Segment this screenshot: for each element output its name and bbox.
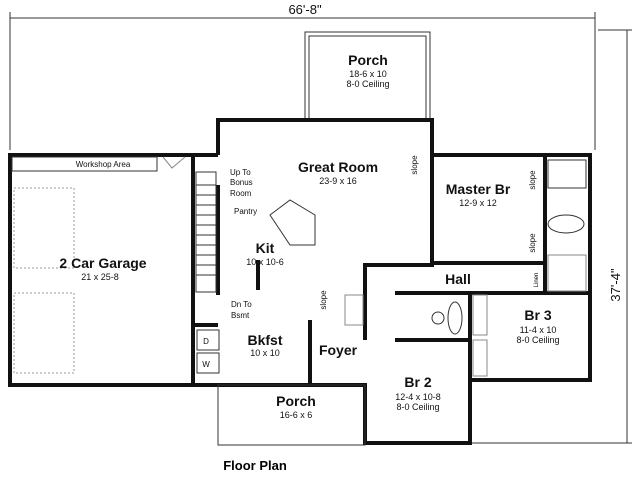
svg-text:12-9 x 12: 12-9 x 12: [459, 198, 497, 208]
dimension-depth: 37'-4": [470, 29, 632, 444]
svg-text:Up To: Up To: [230, 168, 251, 177]
floor-plan-caption: Floor Plan: [223, 458, 287, 473]
room-foyer: Foyer: [319, 342, 358, 358]
svg-text:Bonus: Bonus: [230, 178, 253, 187]
svg-text:D: D: [203, 337, 209, 346]
svg-text:Porch: Porch: [348, 52, 388, 68]
svg-text:slope: slope: [528, 170, 537, 190]
svg-text:Bsmt: Bsmt: [231, 311, 250, 320]
svg-text:Hall: Hall: [445, 271, 471, 287]
svg-text:Bkfst: Bkfst: [247, 332, 282, 348]
svg-text:8-0 Ceiling: 8-0 Ceiling: [396, 402, 439, 412]
svg-text:11-4 x 10: 11-4 x 10: [520, 325, 557, 335]
svg-text:slope: slope: [319, 290, 328, 310]
svg-text:10 x 10-6: 10 x 10-6: [246, 257, 284, 267]
house-walls: [193, 118, 592, 446]
svg-text:18-6 x 10: 18-6 x 10: [349, 69, 387, 79]
svg-text:8-0 Ceiling: 8-0 Ceiling: [346, 79, 389, 89]
room-porch-front: Porch 16-6 x 6: [276, 393, 316, 420]
garage: [8, 153, 218, 387]
svg-text:Br 3: Br 3: [524, 307, 551, 323]
svg-text:Br 2: Br 2: [404, 374, 431, 390]
svg-text:Kit: Kit: [256, 240, 275, 256]
room-br2: Br 2 12-4 x 10-8 8-0 Ceiling: [395, 374, 441, 412]
svg-text:Room: Room: [230, 189, 252, 198]
svg-text:slope: slope: [528, 233, 537, 253]
svg-text:W: W: [202, 360, 210, 369]
svg-text:21 x 25-8: 21 x 25-8: [81, 272, 119, 282]
svg-text:Foyer: Foyer: [319, 342, 358, 358]
svg-text:Linen: Linen: [534, 273, 540, 288]
svg-text:Porch: Porch: [276, 393, 316, 409]
room-kitchen: Kit 10 x 10-6 Up To Bonus Room Pantry Dn…: [230, 168, 284, 320]
room-great-room: Great Room 23-9 x 16: [298, 159, 378, 186]
svg-text:Workshop Area: Workshop Area: [76, 160, 131, 169]
svg-text:16-6 x 6: 16-6 x 6: [280, 410, 313, 420]
room-master-br: Master Br 12-9 x 12: [446, 181, 511, 208]
room-porch-rear: Porch 18-6 x 10 8-0 Ceiling: [346, 52, 389, 89]
slope-notes: slope slope slope slope Linen: [319, 155, 540, 310]
dimension-width: 66'-8": [9, 2, 596, 150]
svg-text:12-4 x 10-8: 12-4 x 10-8: [395, 392, 441, 402]
svg-text:10 x 10: 10 x 10: [250, 348, 280, 358]
width-dimension-label: 66'-8": [288, 2, 322, 17]
room-hall: Hall: [445, 271, 471, 287]
svg-text:23-9 x 16: 23-9 x 16: [319, 176, 357, 186]
svg-text:slope: slope: [410, 155, 419, 175]
depth-dimension-label: 37'-4": [608, 268, 623, 302]
svg-text:8-0 Ceiling: 8-0 Ceiling: [516, 335, 559, 345]
svg-text:2 Car Garage: 2 Car Garage: [59, 255, 146, 271]
room-br3: Br 3 11-4 x 10 8-0 Ceiling: [516, 307, 559, 345]
svg-text:Master Br: Master Br: [446, 181, 511, 197]
room-bkfst: Bkfst 10 x 10 D W: [202, 332, 283, 369]
svg-text:Pantry: Pantry: [234, 207, 257, 216]
svg-text:Dn To: Dn To: [231, 300, 252, 309]
svg-text:Great Room: Great Room: [298, 159, 378, 175]
room-garage: 2 Car Garage 21 x 25-8 Workshop Area: [59, 160, 146, 282]
